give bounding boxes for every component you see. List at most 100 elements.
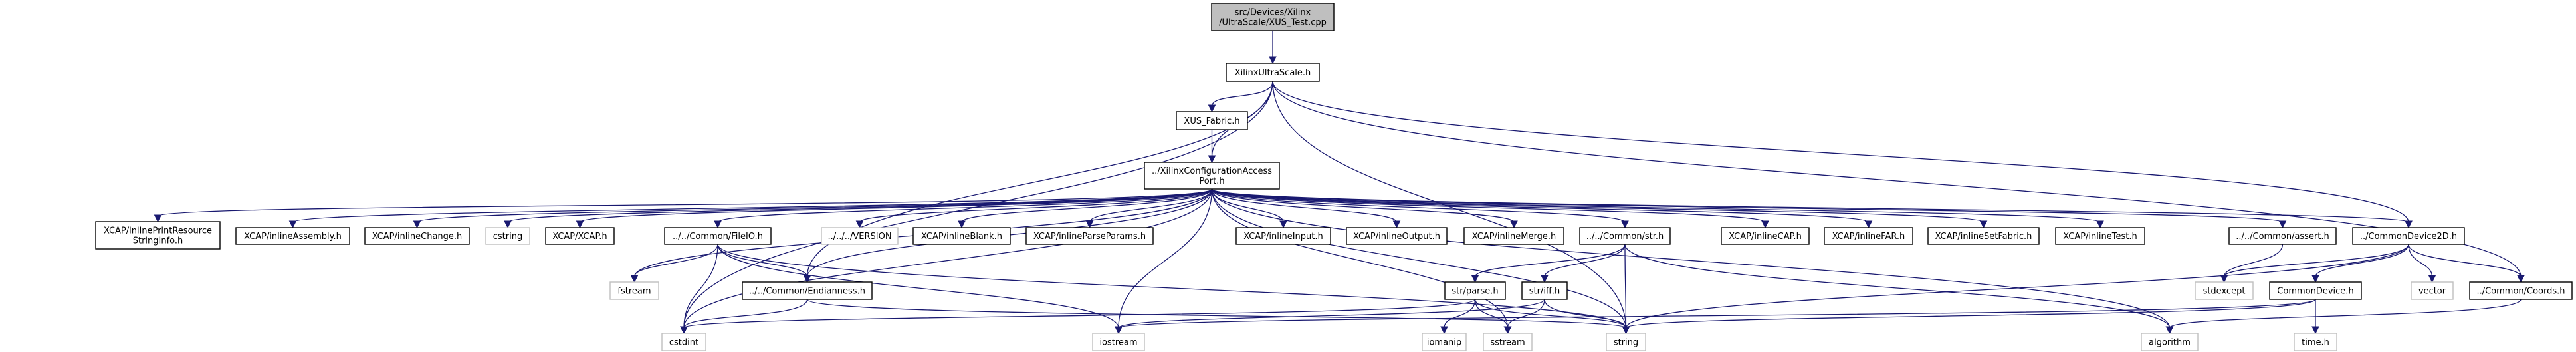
node-label: ../../Common/Endianness.h <box>749 287 865 297</box>
node-test[interactable]: XCAP/inlineTest.h <box>2055 227 2145 245</box>
node-root[interactable]: src/Devices/Xilinx/UltraScale/XUS_Test.c… <box>1211 3 1335 31</box>
node-change[interactable]: XCAP/inlineChange.h <box>364 227 470 245</box>
node-label: XCAP/inlineAssembly.h <box>244 232 342 242</box>
node-label: ../../../VERSION <box>827 232 891 242</box>
node-far[interactable]: XCAP/inlineFAR.h <box>1824 227 1913 245</box>
edge-xcap-to-printres <box>157 188 1213 217</box>
node-box <box>912 227 1011 245</box>
node-blank[interactable]: XCAP/inlineBlank.h <box>912 227 1011 245</box>
arrowhead-xcap-to-merge <box>1510 220 1518 229</box>
node-box <box>1346 227 1448 245</box>
node-box <box>1721 227 1810 245</box>
edge-xcap-to-cap <box>1211 188 1766 223</box>
node-cap[interactable]: XCAP/inlineCAP.h <box>1721 227 1810 245</box>
node-label: XUS_Fabric.h <box>1184 116 1239 126</box>
node-parseparams[interactable]: XCAP/inlineParseParams.h <box>1025 227 1154 245</box>
edge-parse-to-string <box>1474 299 1627 329</box>
edge-fileio-to-endian <box>717 244 808 277</box>
node-label: cstdint <box>669 338 698 348</box>
arrowhead-fabric-to-xcap <box>1208 155 1216 164</box>
node-box <box>1144 162 1280 190</box>
node-label: ../../Common/str.h <box>1586 232 1664 242</box>
arrowhead-strh-to-parse <box>1471 275 1479 283</box>
node-output[interactable]: XCAP/inlineOutput.h <box>1346 227 1448 245</box>
node-strh[interactable]: ../../Common/str.h <box>1579 227 1671 245</box>
arrowhead-xcap-to-setfabric <box>1979 220 1988 229</box>
edge-xcap-to-cstdint <box>683 188 1213 329</box>
node-timeh: time.h <box>2294 333 2337 351</box>
node-box <box>2228 227 2337 245</box>
arrowhead-xcap-to-blank <box>958 220 966 229</box>
node-xcaph[interactable]: XCAP/XCAP.h <box>545 227 615 245</box>
arrowhead-fileio-to-fstream <box>630 275 639 283</box>
arrowhead-xcap-to-change <box>413 220 421 229</box>
node-box <box>1463 227 1564 245</box>
arrowhead-iff-to-sstream <box>1503 326 1512 335</box>
node-box <box>1824 227 1913 245</box>
node-iostream: iostream <box>1092 333 1145 351</box>
node-label: vector <box>2418 287 2446 297</box>
nodes-layer: src/Devices/Xilinx/UltraScale/XUS_Test.c… <box>95 3 2573 351</box>
node-iff[interactable]: str/iff.h <box>1521 281 1568 300</box>
edge-xcap-to-fileio <box>717 188 1213 223</box>
node-assert[interactable]: ../../Common/assert.h <box>2228 227 2337 245</box>
node-label: StringInfo.h <box>133 236 183 246</box>
edge-endian-to-string <box>806 299 1627 329</box>
node-box <box>609 281 659 300</box>
node-assembly[interactable]: XCAP/inlineAssembly.h <box>235 227 350 245</box>
node-vector: vector <box>2411 281 2454 300</box>
node-label: XCAP/XCAP.h <box>552 232 607 242</box>
node-fabric[interactable]: XUS_Fabric.h <box>1176 111 1248 130</box>
node-label: XCAP/inlineOutput.h <box>1353 232 1440 242</box>
arrowhead-xcap-to-output <box>1392 220 1401 229</box>
node-input[interactable]: XCAP/inlineInput.h <box>1235 227 1331 245</box>
node-box <box>1483 333 1533 351</box>
node-box <box>364 227 470 245</box>
arrowhead-parse-to-iomanip <box>1440 326 1448 335</box>
node-endian[interactable]: ../../Common/Endianness.h <box>742 281 873 300</box>
node-box <box>1025 227 1154 245</box>
arrowhead-commondevice-to-timeh <box>2311 326 2319 335</box>
node-cd2d[interactable]: ../CommonDevice2D.h <box>2352 227 2465 245</box>
edge-fileio-to-fstream <box>633 244 718 277</box>
arrowhead-xus-to-fabric <box>1208 104 1216 113</box>
node-box <box>1092 333 1145 351</box>
node-box <box>1606 333 1646 351</box>
node-commondevice[interactable]: CommonDevice.h <box>2269 281 2362 300</box>
edge-xcap-to-blank <box>961 188 1213 223</box>
node-merge[interactable]: XCAP/inlineMerge.h <box>1463 227 1564 245</box>
arrowhead-xcap-to-cap <box>1761 220 1769 229</box>
node-fileio[interactable]: ../../Common/FileIO.h <box>664 227 772 245</box>
node-box <box>545 227 615 245</box>
node-box <box>1444 281 1506 300</box>
arrowhead-xcap-to-xcaph <box>576 220 584 229</box>
node-label: ../../Common/assert.h <box>2236 232 2329 242</box>
arrowhead-cd2d-to-stdexcept <box>2220 275 2228 283</box>
edge-xcap-to-xcaph <box>579 188 1213 223</box>
node-label: str/iff.h <box>1529 287 1560 297</box>
node-box <box>1211 3 1335 31</box>
node-box <box>2195 281 2254 300</box>
edge-cd2d-to-coords <box>2408 244 2522 277</box>
arrowhead-xcap-to-cstring <box>504 220 512 229</box>
node-label: algorithm <box>2149 338 2191 348</box>
node-setfabric[interactable]: XCAP/inlineSetFabric.h <box>1927 227 2040 245</box>
node-parse[interactable]: str/parse.h <box>1444 281 1506 300</box>
edge-commondevice-to-string <box>1625 299 2316 329</box>
arrowhead-xcap-to-parseparams <box>1085 220 1094 229</box>
node-label: iostream <box>1099 338 1137 348</box>
edge-xcap-to-iostream <box>1118 188 1213 329</box>
node-box <box>95 221 221 250</box>
node-label: time.h <box>2302 338 2329 348</box>
node-version: ../../../VERSION <box>821 227 899 245</box>
node-label: CommonDevice.h <box>2277 287 2353 297</box>
edge-fileio-to-string <box>717 244 1627 329</box>
node-coords[interactable]: ../Common/Coords.h <box>2469 281 2573 300</box>
node-xus[interactable]: XilinxUltraScale.h <box>1226 63 1320 82</box>
node-label: ../CommonDevice2D.h <box>2360 232 2457 242</box>
edge-xcap-to-algorithm <box>1211 188 2171 329</box>
node-box <box>1927 227 2040 245</box>
arrowhead-commondevice-to-string <box>1622 326 1630 335</box>
